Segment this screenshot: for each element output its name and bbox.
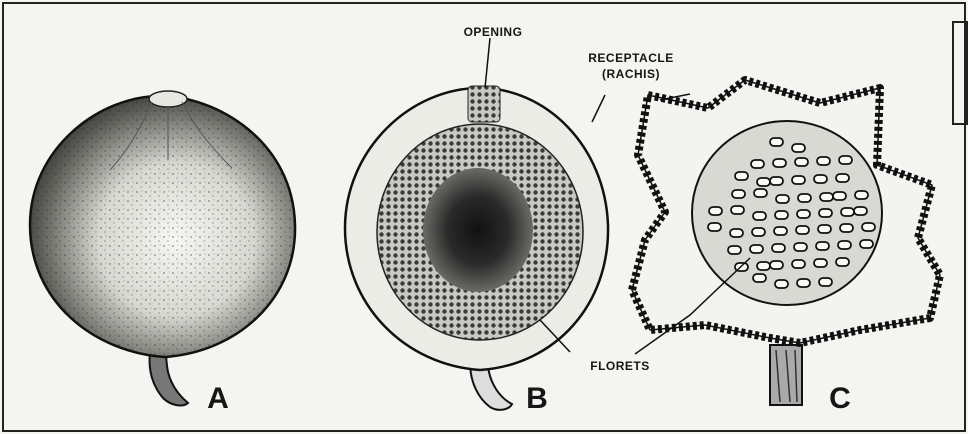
panel-label-b: B bbox=[526, 382, 548, 415]
fig-a-ostiole bbox=[149, 91, 187, 107]
panel-a-whole-fig bbox=[30, 91, 295, 405]
label-florets: FLORETS bbox=[590, 359, 650, 373]
panel-b-section bbox=[345, 86, 608, 410]
fig-b-ostiole-scales bbox=[468, 86, 500, 122]
label-rachis: (RACHIS) bbox=[602, 67, 660, 81]
panel-label-a: A bbox=[207, 382, 229, 415]
panel-c-cross-section bbox=[632, 80, 940, 405]
label-opening: OPENING bbox=[464, 25, 523, 39]
panel-label-c: C bbox=[829, 382, 851, 415]
label-receptacle: RECEPTACLE bbox=[588, 51, 673, 65]
fig-b-cavity bbox=[423, 168, 533, 292]
